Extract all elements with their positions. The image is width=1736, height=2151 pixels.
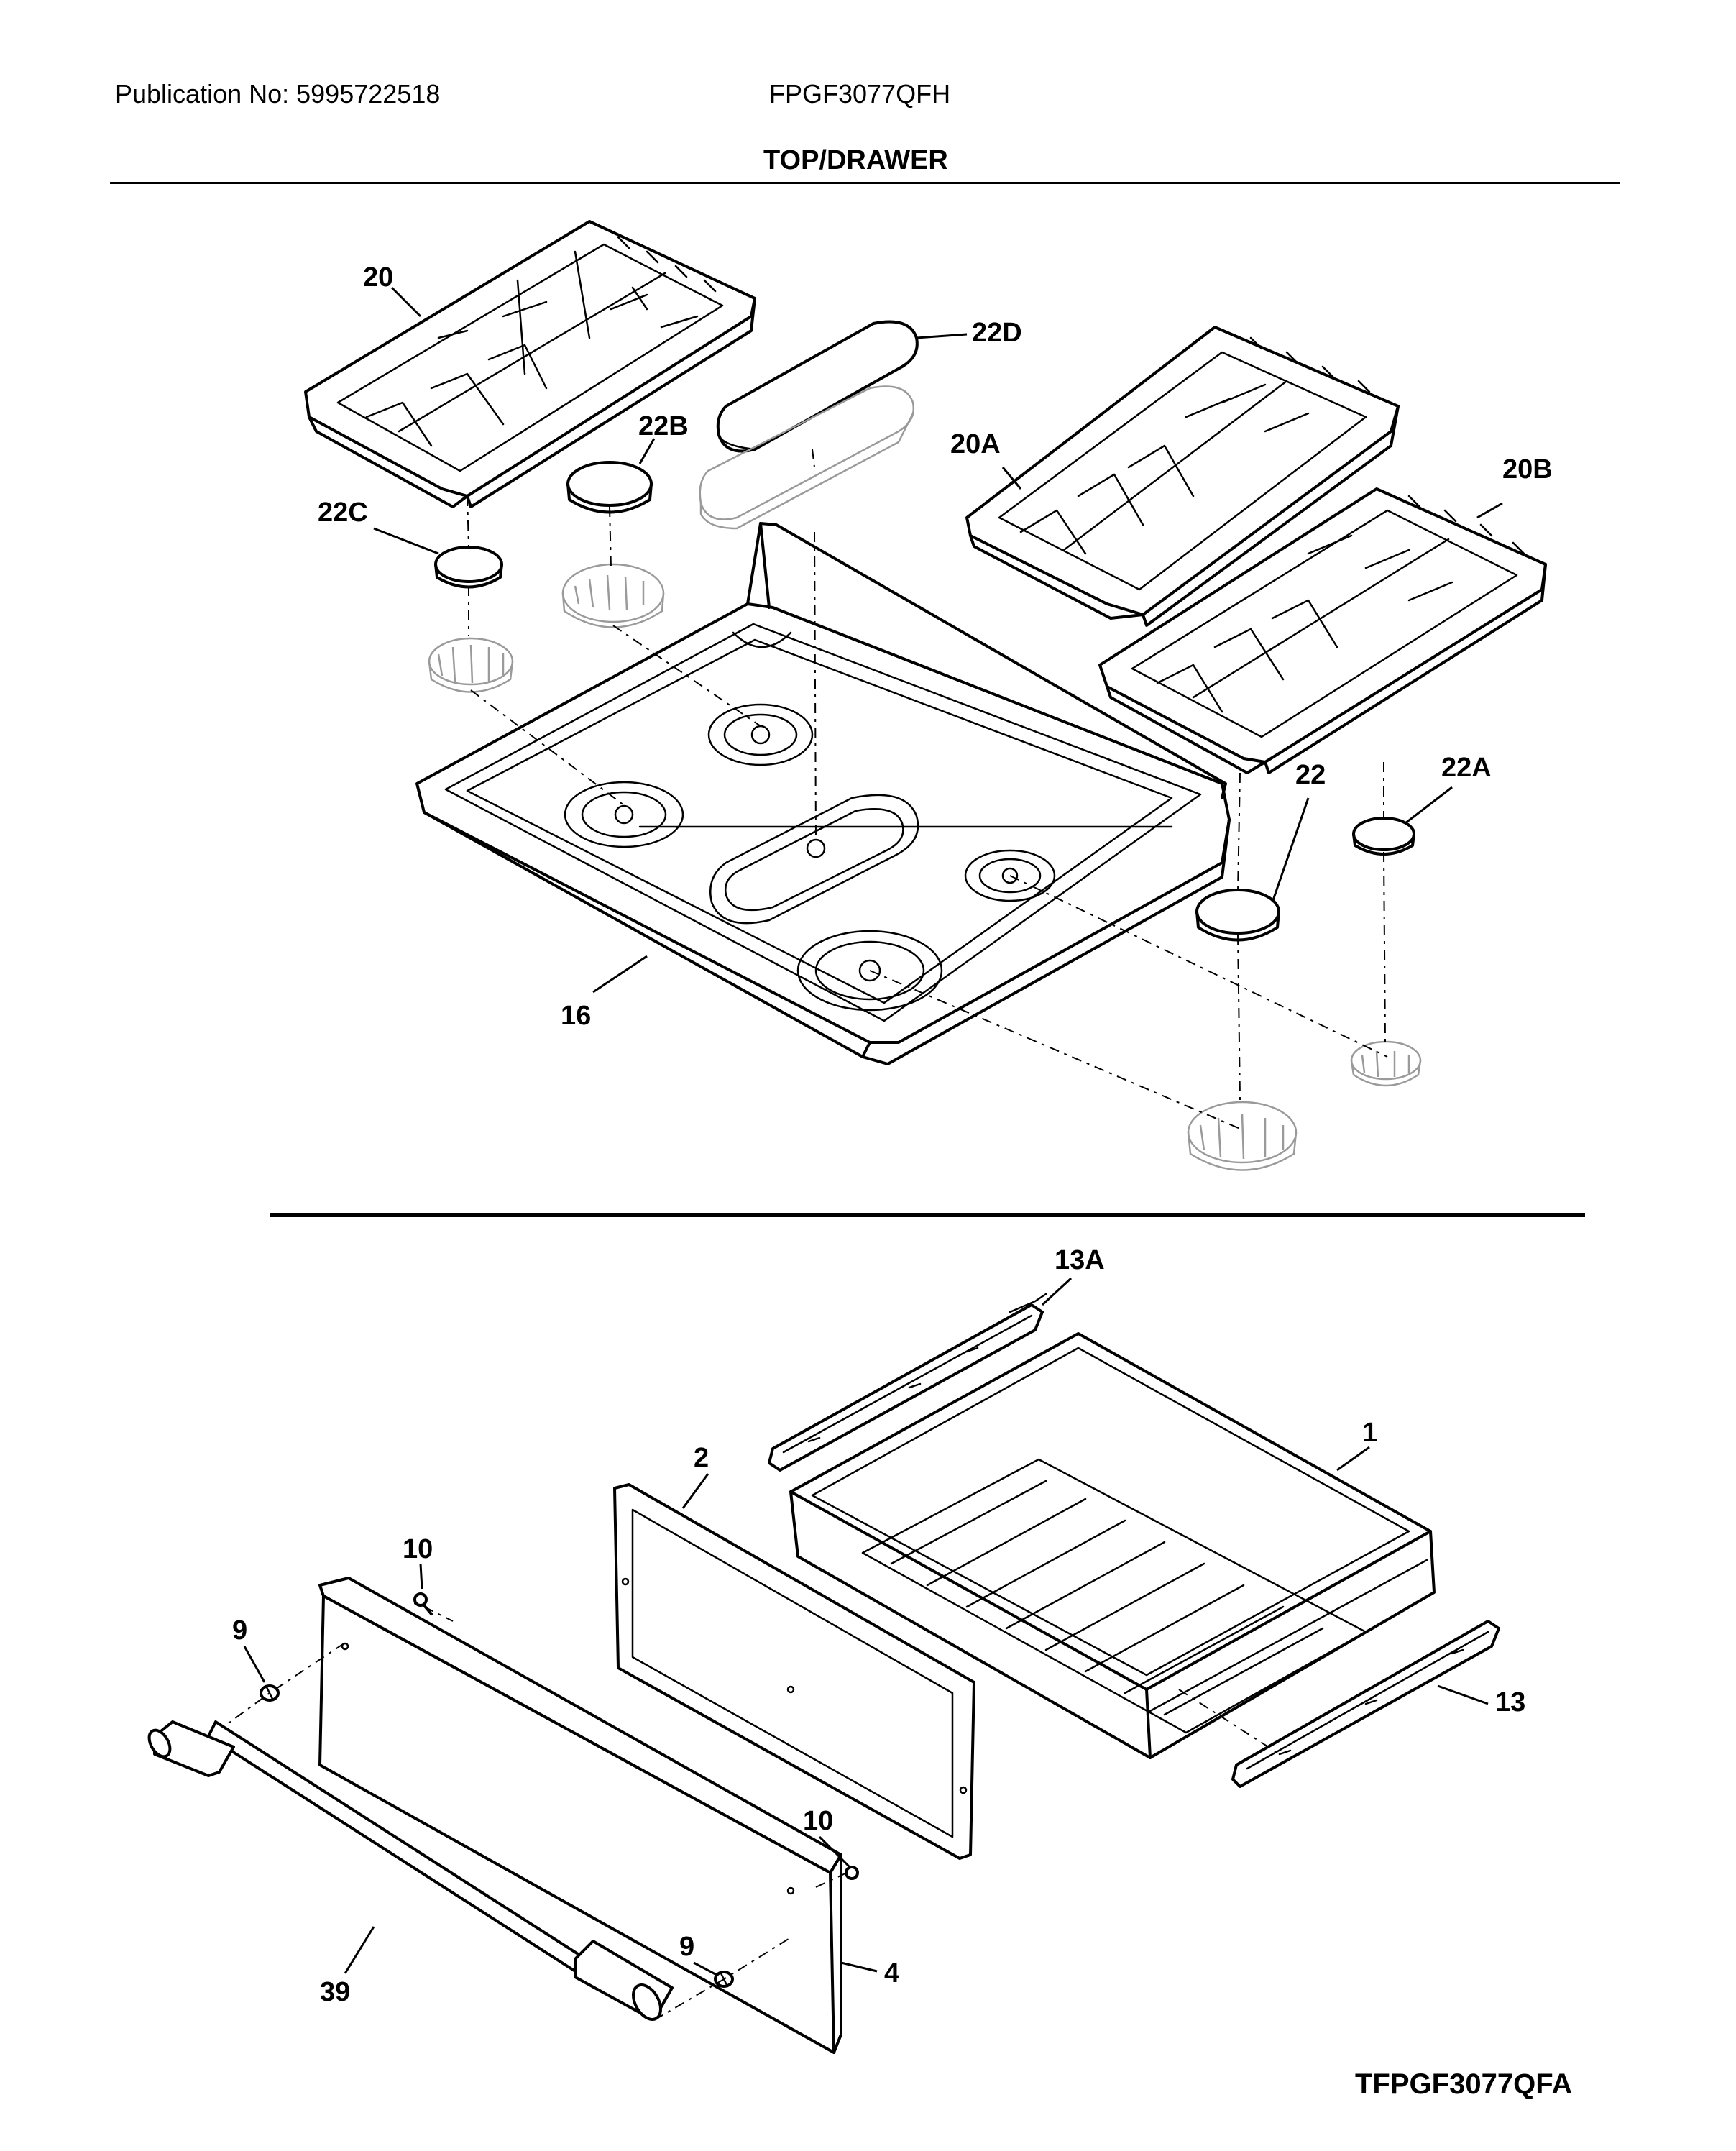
section-divider bbox=[270, 1213, 1585, 1217]
slide-assembly-line bbox=[1178, 1689, 1280, 1755]
handle-assembly-line-right bbox=[653, 1937, 791, 2021]
callout-22c: 22C bbox=[318, 497, 368, 528]
callout-22d: 22D bbox=[972, 318, 1022, 348]
drawer-liner bbox=[613, 1483, 975, 1860]
callout-4: 4 bbox=[884, 1958, 899, 1989]
drawer-handle bbox=[147, 1720, 674, 2021]
burner-cap-22c bbox=[428, 546, 514, 693]
section-title: TOP/DRAWER bbox=[763, 145, 948, 175]
grate-right-rear bbox=[965, 326, 1400, 627]
callout-20b: 20B bbox=[1502, 454, 1553, 485]
drawer-front bbox=[318, 1577, 842, 2054]
cooktop bbox=[415, 522, 1231, 1065]
callout-20a: 20A bbox=[950, 429, 1001, 459]
callout-9-left: 9 bbox=[232, 1615, 247, 1646]
front-assembly-line-right bbox=[815, 1872, 848, 1888]
grate-left bbox=[304, 220, 756, 508]
callout-1: 1 bbox=[1362, 1418, 1377, 1448]
callout-13a: 13A bbox=[1055, 1245, 1105, 1275]
leaders-bottom bbox=[243, 1277, 1489, 1976]
screw-10-top bbox=[413, 1592, 433, 1615]
handle-assembly-line-left bbox=[215, 1642, 346, 1733]
drawer-slide-13 bbox=[1231, 1620, 1500, 1788]
callout-2: 2 bbox=[694, 1443, 709, 1473]
burner-cap-22 bbox=[1187, 889, 1298, 1171]
drawer-body bbox=[789, 1332, 1436, 1759]
model-number: FPGF3077QFH bbox=[769, 79, 951, 109]
grate-right-front bbox=[1098, 487, 1547, 774]
callout-39: 39 bbox=[320, 1977, 350, 2007]
drawer-slide-13a bbox=[768, 1293, 1047, 1472]
callout-22: 22 bbox=[1295, 760, 1326, 790]
leaders-top bbox=[373, 286, 1503, 994]
header-divider bbox=[110, 182, 1620, 184]
callout-10-right: 10 bbox=[803, 1806, 833, 1836]
callout-22b: 22B bbox=[638, 411, 689, 441]
callout-10-top: 10 bbox=[403, 1534, 433, 1564]
front-assembly-line-top bbox=[423, 1606, 454, 1622]
burner-cap-22b bbox=[561, 461, 665, 628]
callout-16: 16 bbox=[561, 1001, 591, 1031]
burner-cap-22d bbox=[699, 320, 919, 530]
burner-cap-22a bbox=[1350, 817, 1422, 1087]
callout-22a: 22A bbox=[1441, 753, 1492, 783]
callout-20: 20 bbox=[363, 262, 393, 293]
publication-number: Publication No: 5995722518 bbox=[115, 79, 441, 109]
callout-9-right: 9 bbox=[679, 1932, 694, 1962]
assembly-lines-top bbox=[467, 449, 1388, 1129]
screw-10-right bbox=[845, 1866, 859, 1880]
callout-13: 13 bbox=[1495, 1687, 1525, 1717]
figure-code: TFPGF3077QFA bbox=[1355, 2068, 1573, 2100]
